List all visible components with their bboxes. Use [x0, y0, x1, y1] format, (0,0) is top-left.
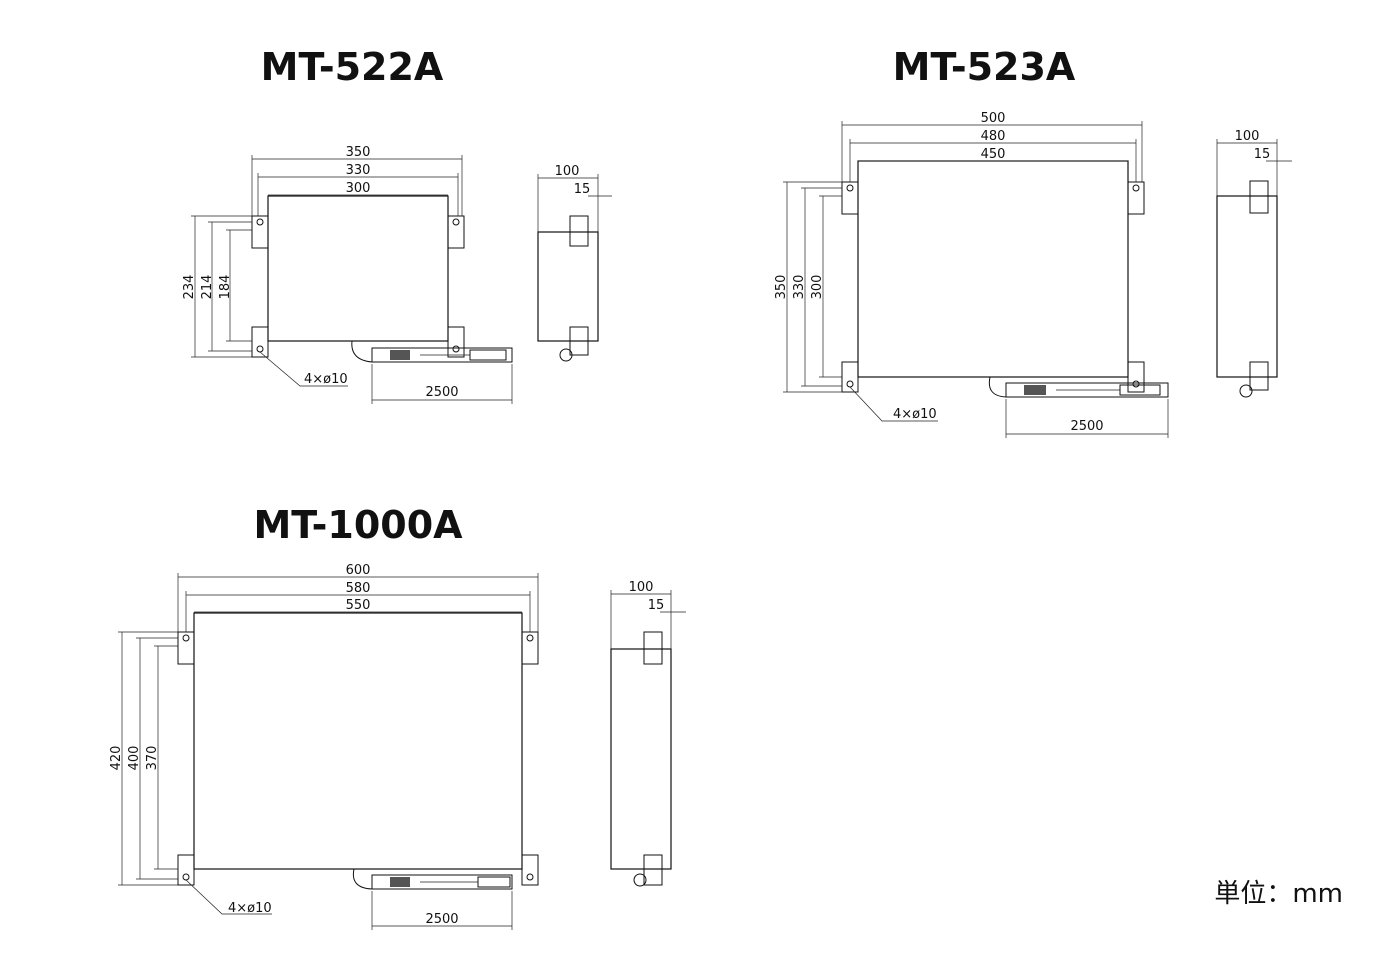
- sensor-cable-522a: [351, 340, 513, 404]
- height-dimension-lines-523a: [783, 181, 842, 393]
- front-body-1000a: [193, 612, 523, 870]
- sensor-cable-1000a: [352, 868, 513, 930]
- dim-height-body-522a: 184: [218, 275, 233, 300]
- dim-height-holes-523a: 330: [792, 275, 807, 300]
- dim-width-holes-1000a: 580: [346, 581, 371, 596]
- front-body-522a: [267, 195, 449, 342]
- dim-side-depth-523a: 100: [1235, 129, 1260, 144]
- dim-height-holes-522a: 214: [200, 275, 215, 300]
- side-view-522a: [537, 174, 612, 362]
- dim-height-outer-1000a: 420: [109, 746, 124, 771]
- dim-height-outer-523a: 350: [774, 275, 789, 300]
- dim-width-outer-1000a: 600: [346, 563, 371, 578]
- mount-brackets-523a: [841, 181, 1145, 393]
- side-view-523a: [1216, 139, 1292, 398]
- dim-side-depth-1000a: 100: [629, 580, 654, 595]
- title-mt-1000a: MT-1000A: [253, 503, 463, 547]
- dim-width-body-522a: 300: [346, 181, 371, 196]
- hole-label-1000a: 4×ø10: [228, 901, 272, 916]
- width-dimension-lines-522a: [251, 155, 463, 216]
- dim-side-offset-523a: 15: [1254, 147, 1271, 162]
- dim-width-holes-522a: 330: [346, 163, 371, 178]
- hole-leader-522a: [259, 351, 348, 387]
- dim-height-body-1000a: 370: [145, 746, 160, 771]
- dim-side-depth-522a: 100: [555, 164, 580, 179]
- front-body-523a: [857, 160, 1129, 378]
- width-dimension-lines-1000a: [177, 573, 539, 632]
- dim-cable-523a: 2500: [1070, 419, 1103, 434]
- dim-cable-1000a: 2500: [425, 912, 458, 927]
- sensor-cable-523a: [988, 376, 1169, 438]
- hole-label-523a: 4×ø10: [893, 407, 937, 422]
- dim-side-offset-1000a: 15: [648, 598, 665, 613]
- mount-brackets-522a: [251, 215, 465, 358]
- drawing-mt-1000a: MT-1000A 600 580 550 420: [109, 503, 686, 930]
- side-view-1000a: [610, 590, 686, 887]
- height-dimension-lines-1000a: [118, 631, 178, 886]
- title-mt-522a: MT-522A: [261, 45, 444, 89]
- width-dimension-lines-523a: [841, 121, 1143, 182]
- dim-cable-522a: 2500: [425, 385, 458, 400]
- dim-height-outer-522a: 234: [182, 275, 197, 300]
- height-dimension-lines-522a: [191, 215, 252, 358]
- dim-width-outer-522a: 350: [346, 145, 371, 160]
- drawing-mt-522a: MT-522A 350 330 300: [182, 45, 612, 404]
- dim-height-holes-1000a: 400: [127, 746, 142, 771]
- dim-width-body-523a: 450: [981, 147, 1006, 162]
- dim-side-offset-522a: 15: [574, 182, 591, 197]
- hole-label-522a: 4×ø10: [304, 372, 348, 387]
- unit-label: 単位：mm: [1214, 879, 1343, 909]
- mount-brackets-1000a: [177, 631, 539, 886]
- drawing-mt-523a: MT-523A 500 480 450 350 3: [774, 45, 1292, 438]
- dim-width-holes-523a: 480: [981, 129, 1006, 144]
- dim-width-body-1000a: 550: [346, 598, 371, 613]
- title-mt-523a: MT-523A: [893, 45, 1076, 89]
- hole-leader-523a: [849, 386, 938, 422]
- dim-height-body-523a: 300: [810, 275, 825, 300]
- hole-leader-1000a: [185, 879, 272, 915]
- dim-width-outer-523a: 500: [981, 111, 1006, 126]
